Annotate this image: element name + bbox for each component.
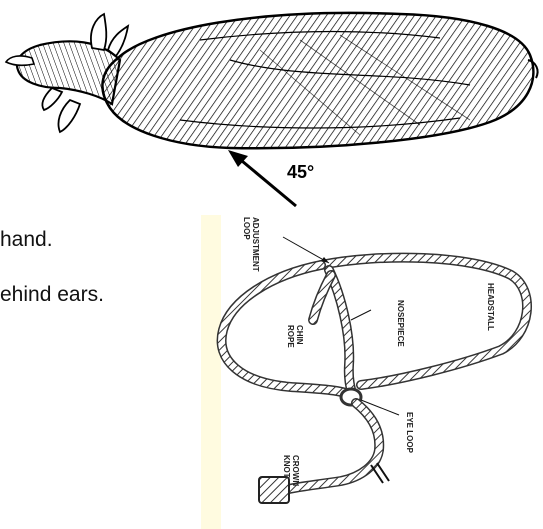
label-chin-rope: CHIN xyxy=(295,325,304,345)
animal-leg xyxy=(58,100,80,132)
label-eye-loop: EYE LOOP xyxy=(405,412,414,454)
label-adjustment-loop-2: LOOP xyxy=(242,217,251,240)
label-adjustment-loop: ADJUSTMENT xyxy=(251,217,260,272)
label-crown-knot-2: KNOT xyxy=(282,455,291,478)
rope-halter-drawing: ADJUSTMENT LOOP HEADSTALL NOSEPIECE CHIN… xyxy=(201,215,543,529)
label-chin-rope-2: ROPE xyxy=(286,325,295,348)
animal-body-illustration xyxy=(0,0,543,215)
angle-label: 45° xyxy=(287,162,314,183)
halter-diagram: ADJUSTMENT LOOP HEADSTALL NOSEPIECE CHIN… xyxy=(201,215,543,529)
label-headstall: HEADSTALL xyxy=(486,283,495,331)
crown-knot xyxy=(259,477,289,503)
label-crown-knot: CROWN xyxy=(291,455,300,486)
animal-leg xyxy=(6,56,34,65)
animal-leg xyxy=(42,88,62,110)
text-line-2: ehind ears. xyxy=(0,283,104,307)
text-line-1: hand. xyxy=(0,228,53,252)
label-nosepiece: NOSEPIECE xyxy=(396,300,405,347)
animal-ear xyxy=(91,14,106,50)
